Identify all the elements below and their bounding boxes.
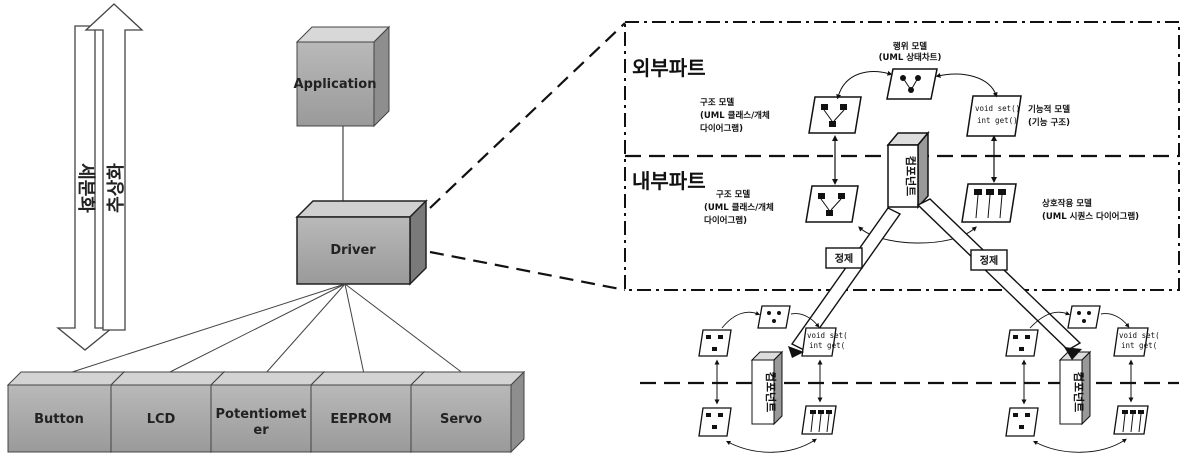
refine-arrowhead-left xyxy=(788,346,804,358)
driver-device-lines xyxy=(65,283,465,375)
code-line-1: void set() xyxy=(975,104,1020,113)
device-box-button: Button xyxy=(6,370,126,454)
functional-model-icon: void set() int get() xyxy=(966,95,1022,137)
abstraction-label: 추상화 xyxy=(106,163,127,213)
refine-badge-left: 정제 xyxy=(825,247,863,269)
refine-label-right: 정제 xyxy=(980,254,998,267)
mini-code-right-2: int get( xyxy=(1121,341,1157,350)
zoom-line-top xyxy=(429,22,626,209)
structure-model-inner-line3: 다이어그램) xyxy=(704,215,747,226)
outer-part-label: 외부파트 xyxy=(632,56,706,80)
interaction-model-title: 상호작용 모델 xyxy=(1042,198,1092,209)
mini-code-left-1: void set( xyxy=(807,331,848,340)
structure-model-top-line2: (UML 클래스/개체 xyxy=(700,110,770,121)
refine-label-left: 정제 xyxy=(835,252,853,265)
lower-left-cluster: void set( int get( 컴포넌트 xyxy=(698,305,848,453)
functional-model-title: 기능적 모델 xyxy=(1028,104,1070,115)
refine-band-right xyxy=(916,198,1082,351)
structure-model-top-line3: 다이어그램) xyxy=(700,123,743,134)
functional-model-subtitle: (기능 구조) xyxy=(1028,117,1070,128)
device-box-lcd: LCD xyxy=(109,370,226,454)
application-label: Application xyxy=(294,77,377,92)
refine-arrowhead-right xyxy=(1064,347,1082,360)
structure-model-top-icon xyxy=(808,96,862,134)
device-box-potentiometer: Potentiomet er xyxy=(209,370,326,454)
driver-label: Driver xyxy=(330,243,376,258)
device-label-button: Button xyxy=(34,412,84,427)
behavior-model-subtitle: (UML 상태차트) xyxy=(879,52,942,63)
device-box-servo: Servo xyxy=(409,370,526,454)
behavior-model-title: 행위 모델 xyxy=(893,41,927,52)
device-box-eeprom: EEPROM xyxy=(309,370,426,454)
driver-box: Driver xyxy=(295,199,428,286)
application-box: Application xyxy=(294,25,391,128)
outer-connector-left xyxy=(836,70,893,100)
mini-code-right-1: void set( xyxy=(1119,331,1160,340)
lower-right-cluster: void set( int get( 컴포넌트 xyxy=(1005,305,1160,453)
structure-model-inner-title: 구조 모델 xyxy=(716,189,750,200)
inner-part-label: 내부파트 xyxy=(632,169,706,193)
device-boxes: Button LCD Potentiomet er EEPROM Servo xyxy=(6,370,526,454)
component-block: 컴포넌트 xyxy=(886,130,930,209)
code-line-2: int get() xyxy=(977,116,1018,125)
component-label: 컴포넌트 xyxy=(904,156,918,196)
refine-badge-right: 정제 xyxy=(970,249,1008,271)
mini-component-right-label: 컴포넌트 xyxy=(1072,372,1086,412)
device-label-servo: Servo xyxy=(440,412,482,427)
device-label-lcd: LCD xyxy=(147,412,176,427)
refinement-label: 세분화 xyxy=(75,163,96,213)
structure-model-inner-line2: (UML 클래스/개체 xyxy=(704,202,774,213)
device-label-eeprom: EEPROM xyxy=(330,412,391,427)
mini-code-left-2: int get( xyxy=(809,341,845,350)
interaction-model-subtitle: (UML 시퀀스 다이어그램) xyxy=(1042,211,1139,222)
zoom-line-bottom xyxy=(429,250,626,292)
device-label-potentiometer: Potentiomet xyxy=(216,407,307,422)
refinement-arrow xyxy=(56,25,114,351)
behavior-model-icon xyxy=(886,68,938,100)
mini-component-left-label: 컴포넌트 xyxy=(764,372,778,412)
device-label-potentiometer-2: er xyxy=(253,423,269,438)
structure-model-top-title: 구조 모델 xyxy=(700,97,734,108)
interaction-model-icon xyxy=(961,183,1017,223)
structure-model-inner-icon xyxy=(805,185,859,223)
abstraction-arrow xyxy=(84,3,144,331)
outer-connector-right xyxy=(935,73,998,98)
